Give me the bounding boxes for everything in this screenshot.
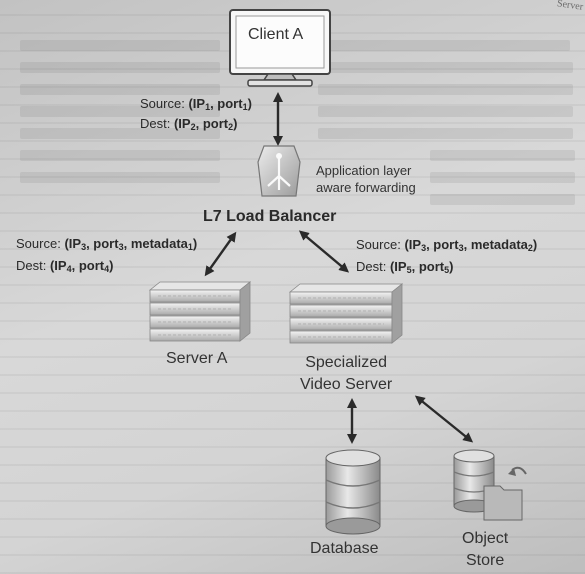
load-balancer-icon: [257, 145, 301, 197]
video-link-source: Source: (IP3, port3, metadata2): [356, 237, 538, 253]
client-link-dest: Dest: (IP2, port2): [140, 116, 238, 132]
video-server-icon: [288, 283, 404, 344]
lb-to-video-server-arrow: [298, 230, 350, 273]
video-server-label: Specialized Video Server: [300, 354, 393, 393]
client-a-label: Client A: [248, 26, 304, 43]
database-icon: [325, 449, 381, 535]
video-link-dest: Dest: (IP5, port5): [356, 259, 454, 275]
monitor-icon: [229, 9, 331, 87]
server-a-link-dest: Dest: (IP4, port4): [16, 258, 114, 274]
object-store-icon: [453, 449, 527, 521]
server-a-label: Server A: [166, 350, 228, 367]
lb-annotation: Application layer aware forwarding: [316, 163, 416, 195]
database-label: Database: [310, 540, 379, 557]
server-a-link-source: Source: (IP3, port3, metadata1): [16, 236, 198, 252]
load-balancer-title: L7 Load Balancer: [203, 208, 337, 225]
lb-to-server-a-arrow: [204, 231, 237, 277]
server-a-icon: [148, 281, 252, 342]
video-to-object-store-arrow: [414, 395, 474, 443]
object-store-label: Object Store: [462, 530, 509, 569]
client-link-source: Source: (IP1, port1): [140, 96, 252, 112]
